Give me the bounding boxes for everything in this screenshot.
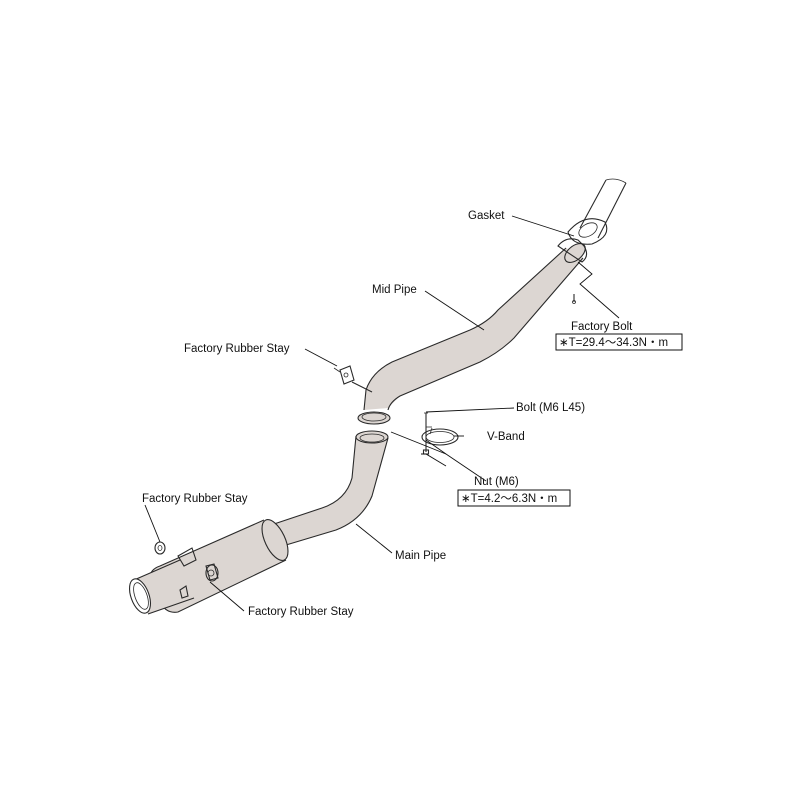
label-nut-torque: ∗T=4.2〜6.3N・m bbox=[461, 493, 557, 505]
label-factory-rubber-stay-left: Factory Rubber Stay bbox=[142, 493, 248, 505]
factory-bolt-torque-box bbox=[555, 333, 683, 351]
bolt-m6 bbox=[424, 412, 428, 452]
label-v-band: V-Band bbox=[487, 431, 525, 443]
label-mid-pipe: Mid Pipe bbox=[372, 284, 417, 296]
gasket bbox=[567, 218, 608, 245]
label-gasket: Gasket bbox=[468, 210, 505, 222]
main-pipe bbox=[267, 430, 389, 549]
label-factory-bolt: Factory Bolt bbox=[571, 321, 633, 333]
label-main-pipe: Main Pipe bbox=[395, 550, 446, 562]
rubber-stay-upper bbox=[333, 365, 373, 393]
tail-pipe bbox=[128, 559, 195, 615]
nut-torque-box bbox=[457, 489, 571, 507]
label-factory-bolt-torque: ∗T=29.4〜34.3N・m bbox=[559, 337, 668, 349]
factory-front-pipe bbox=[579, 178, 627, 239]
label-bolt-m6: Bolt (M6 L45) bbox=[516, 402, 585, 414]
rubber-stay-left bbox=[154, 541, 166, 555]
v-band-clamp bbox=[421, 426, 459, 446]
label-nut-m6: Nut (M6) bbox=[474, 476, 519, 488]
factory-bolt bbox=[572, 294, 576, 304]
label-factory-rubber-stay-bottom: Factory Rubber Stay bbox=[248, 606, 354, 618]
label-factory-rubber-stay-upper: Factory Rubber Stay bbox=[184, 343, 290, 355]
rubber-stay-bottom bbox=[205, 564, 219, 582]
mid-pipe bbox=[357, 238, 588, 425]
leader-lines bbox=[144, 215, 620, 612]
